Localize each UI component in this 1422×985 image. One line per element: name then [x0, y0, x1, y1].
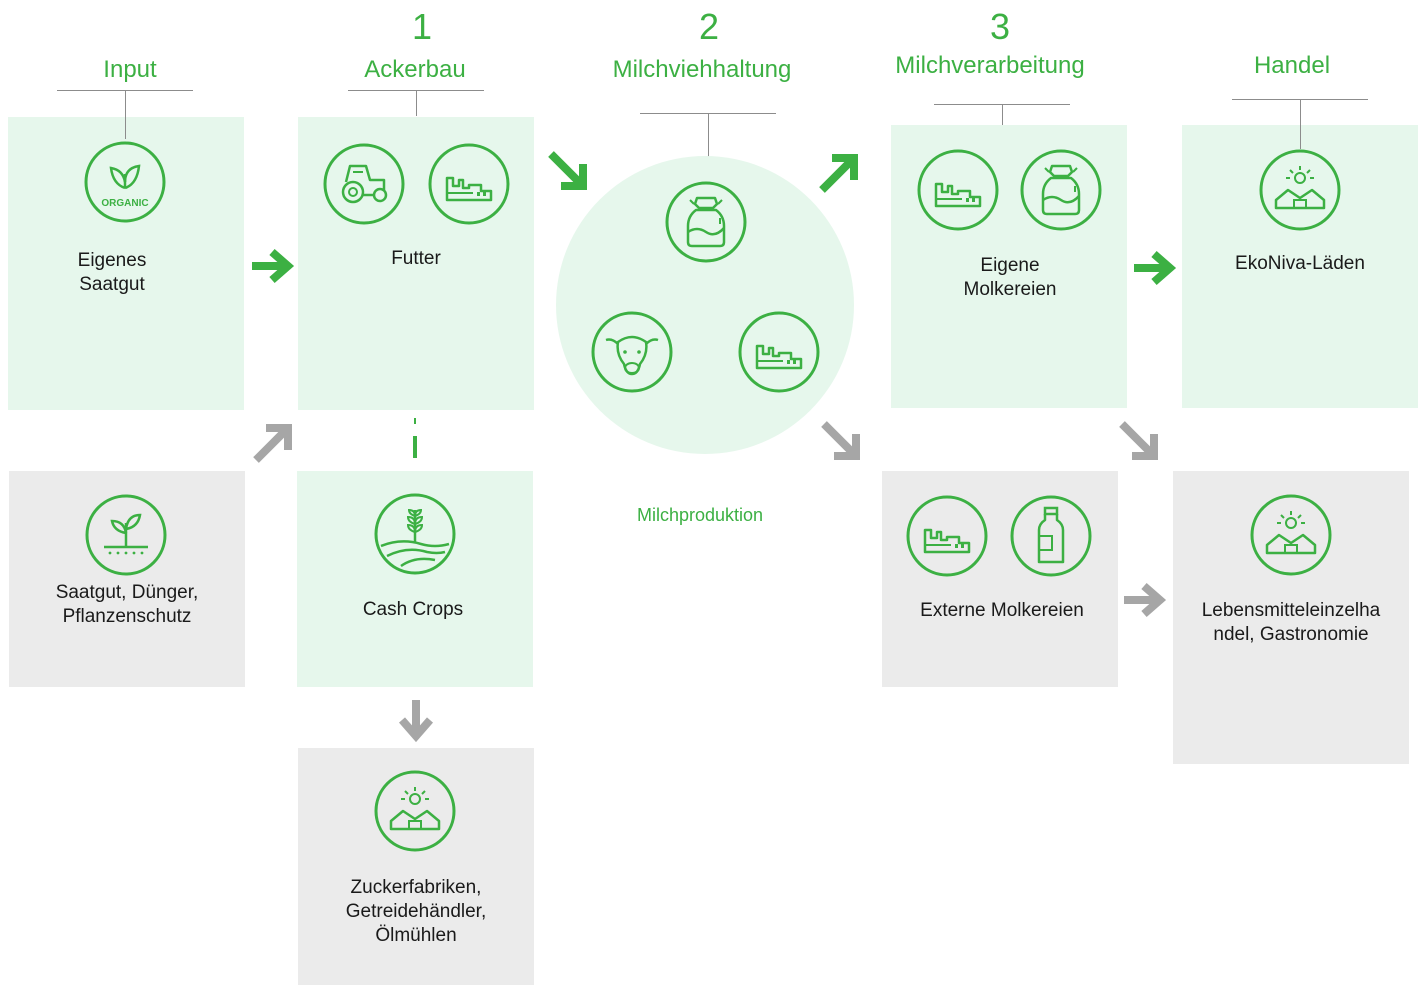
box-saatgut-duenger — [9, 471, 245, 687]
stage-number-2: 2 — [698, 6, 720, 47]
arrow-diag-grey-dr-2 — [1114, 416, 1166, 468]
arrow-right-grey — [1118, 574, 1170, 626]
wheat-icon — [373, 492, 457, 576]
organic-icon-text: ORGANIC — [101, 198, 148, 209]
stage-title-handel: Handel — [1253, 52, 1331, 79]
milkcan-icon-production — [664, 180, 748, 264]
label-milchproduktion: Milchproduktion — [636, 505, 764, 525]
stage-title-ackerbau: Ackerbau — [364, 56, 466, 83]
label-cash-crops: Cash Crops — [362, 599, 464, 620]
arrow-down-grey — [390, 694, 442, 746]
label-ekoniva-laeden: EkoNiva-Läden — [1235, 253, 1365, 274]
box-lebensmittel — [1173, 471, 1409, 764]
connector-milchvieh — [708, 113, 709, 159]
arrow-right-green-1 — [246, 240, 298, 292]
label-lebensmittel: Lebensmitteleinzelha ndel, Gastronomie — [1201, 600, 1381, 645]
connector-input — [125, 90, 126, 136]
factory-icon-molkerei — [916, 148, 1000, 232]
cow-icon — [590, 310, 674, 394]
label-eigenes-saatgut: Eigenes Saatgut — [77, 250, 147, 295]
arrow-diag-green-dr — [543, 146, 595, 198]
factory-icon-extern — [905, 494, 989, 578]
organic-icon: ORGANIC — [83, 140, 167, 224]
box-eigenes-saatgut — [8, 117, 244, 410]
label-futter: Futter — [391, 248, 441, 269]
store-icon-ekoniva — [1258, 148, 1342, 232]
box-futter — [298, 117, 534, 410]
store-icon-zucker — [373, 769, 457, 853]
label-externe-molkereien: Externe Molkereien — [920, 600, 1084, 621]
arrow-diag-grey-dr-1 — [816, 416, 868, 468]
stage-title-milchviehhaltung: Milchviehhaltung — [612, 56, 792, 83]
box-eigene-molkereien — [891, 125, 1127, 408]
factory-icon-production — [737, 310, 821, 394]
arrow-right-green-2 — [1128, 242, 1180, 294]
box-cash-crops — [297, 471, 533, 687]
connector-ackerbau — [416, 90, 417, 116]
milkcan-icon-molkerei — [1019, 148, 1103, 232]
connector-handel-inner — [1300, 125, 1301, 149]
label-eigene-molkereien: Eigene Molkereien — [963, 255, 1057, 300]
arrow-diag-green-ur — [814, 146, 866, 198]
arrow-diag-grey-ur — [248, 416, 300, 468]
factory-icon-futter — [427, 142, 511, 226]
stage-title-milchverarbeitung: Milchverarbeitung — [895, 52, 1085, 79]
circle-milchproduktion — [556, 156, 854, 454]
connector-input-inner — [125, 117, 126, 139]
connector-handel — [1300, 99, 1301, 149]
sprout-icon — [84, 493, 168, 577]
bottle-icon — [1009, 494, 1093, 578]
connector-milchverarbeitung — [1002, 104, 1003, 126]
stage-number-1: 1 — [411, 6, 433, 47]
store-icon-lebensmittel — [1249, 493, 1333, 577]
tractor-icon — [322, 142, 406, 226]
stage-title-input: Input — [103, 56, 157, 83]
stage-number-3: 3 — [989, 6, 1011, 47]
dashed-connector — [413, 418, 417, 464]
label-zuckerfabriken: Zuckerfabriken, Getreidehändler, Ölmühle… — [345, 877, 487, 946]
label-saatgut-duenger: Saatgut, Dünger, Pflanzenschutz — [55, 582, 199, 627]
